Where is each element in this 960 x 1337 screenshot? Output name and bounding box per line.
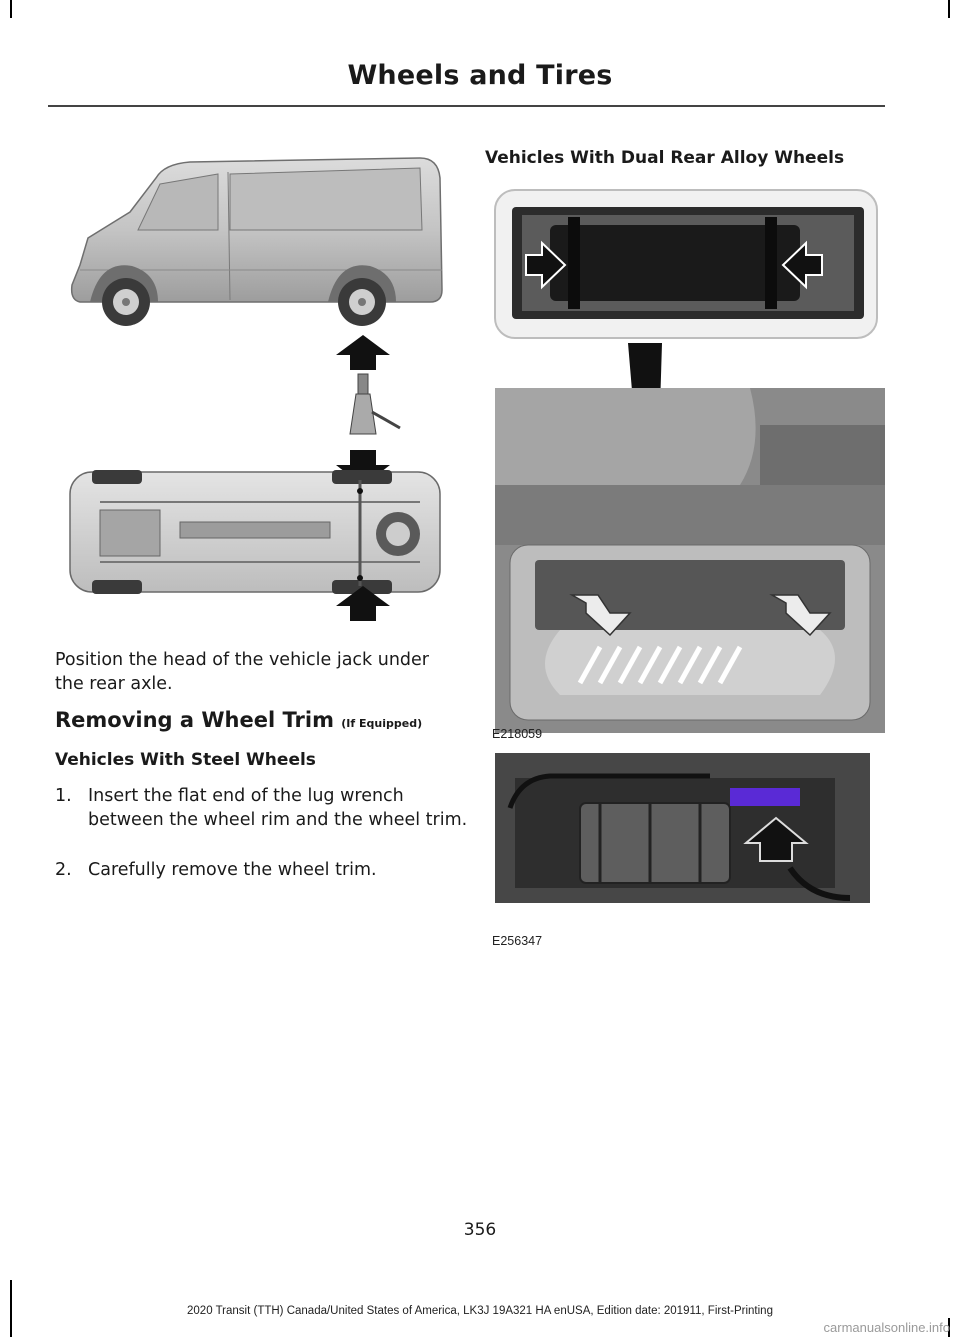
van-side-view [70,157,443,326]
section-heading-note: (If Equipped) [341,717,423,730]
figure-code: E218059 [492,727,543,741]
edition-footer: 2020 Transit (TTH) Canada/United States … [187,1305,773,1317]
list-item: 1. Insert the flat end of the lug wrench… [55,784,470,856]
spare-wheel-storage-illustration [494,189,885,733]
up-arrow-icon [743,816,809,862]
down-right-arrow-icon [769,594,832,637]
step-text: Insert the flat end of the lug wrench be… [88,786,468,830]
crop-mark-bottom-right-v [948,1318,950,1337]
up-arrow-icon [336,586,390,621]
van-underbody-view [69,470,441,594]
down-right-arrow-icon [569,594,632,637]
right-arrow-icon [525,240,567,290]
page-number: 356 [463,1220,497,1240]
step-text: Carefully remove the wheel trim. [88,860,377,880]
left-arrow-icon [781,240,823,290]
step-number: 2. [55,860,72,880]
vehicle-jack [349,373,401,435]
section-heading: Removing a Wheel Trim (If Equipped) [55,708,422,732]
crop-mark-top-right-v [948,0,950,18]
alloy-wheels-subheading: Vehicles With Dual Rear Alloy Wheels [485,148,845,168]
down-arrow-icon [336,450,390,486]
section-heading-text: Removing a Wheel Trim [55,708,334,732]
jack-instruction-paragraph: Position the head of the vehicle jack un… [55,650,429,694]
list-item: 2. Carefully remove the wheel trim. [55,858,470,884]
figure-code: E256347 [492,934,543,948]
page-title: Wheels and Tires [347,60,613,91]
watermark: carmanualsonline.info [823,1320,950,1335]
steel-wheels-subheading: Vehicles With Steel Wheels [55,750,316,770]
crop-mark-top-left-v [10,0,12,18]
up-arrow-icon [336,335,390,370]
spare-wheel-cutaway-illustration [495,753,870,903]
header-divider [48,105,885,107]
van-jacking-illustration [69,157,443,621]
step-number: 1. [55,786,72,806]
crop-mark-bottom-left-v [10,1280,12,1337]
